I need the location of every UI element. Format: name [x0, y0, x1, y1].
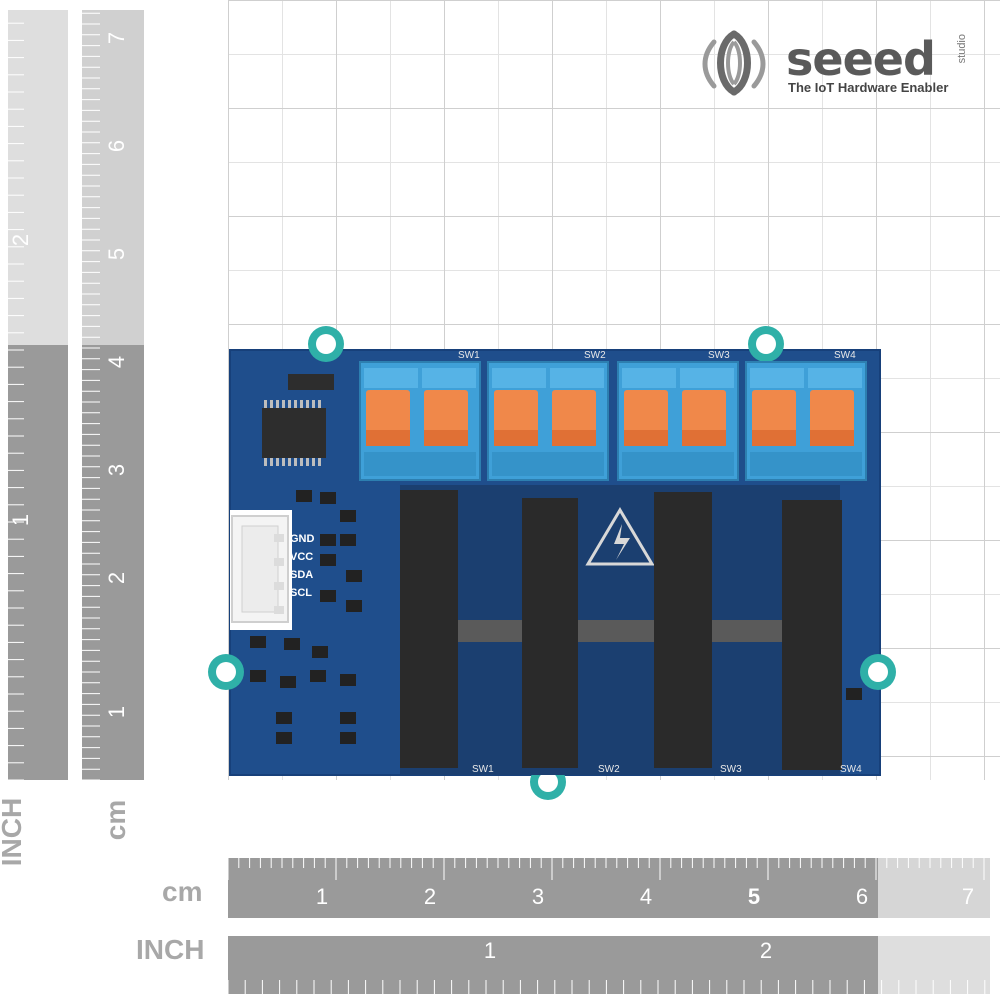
- top-switch-label-1: SW1: [458, 350, 480, 361]
- seeed-logo-icon: [702, 30, 766, 96]
- smd-part: [250, 636, 266, 648]
- cm-ruler-light: [82, 10, 144, 345]
- horizontal-tick-marks: [227, 858, 986, 994]
- inch-ruler-dark: [8, 345, 68, 780]
- pin-label-gnd: GND: [290, 533, 315, 545]
- logo-tagline: The IoT Hardware Enabler: [788, 80, 949, 95]
- vertical-rulers: 1 2 3 4 5 6 7 1 2: [8, 10, 144, 781]
- smd-part: [340, 732, 356, 744]
- smd-part: [250, 670, 266, 682]
- logo-brand: seeed: [786, 32, 936, 86]
- smd-part: [346, 600, 362, 612]
- relay-1: [400, 490, 458, 768]
- horizontal-rulers: 1 2 3 4 5 6 7 1 2: [227, 858, 990, 994]
- smd-part: [276, 732, 292, 744]
- top-switch-label-3: SW3: [708, 350, 730, 361]
- terminal-blocks: [359, 361, 867, 481]
- cm-ruler-light-h: [878, 858, 990, 918]
- high-voltage-warning-icon: [585, 507, 655, 566]
- terminal-block-2: [487, 361, 609, 481]
- inch-ruler-dark-h: [228, 936, 878, 994]
- smd-part: [320, 554, 336, 566]
- smd-part: [846, 688, 862, 700]
- h-cm-tick-3: 3: [532, 884, 544, 909]
- horizontal-cm-unit: cm: [162, 876, 203, 907]
- v-cm-tick-1: 1: [104, 706, 129, 718]
- v-cm-tick-7: 7: [104, 32, 129, 44]
- bottom-switch-label-3: SW3: [720, 764, 742, 775]
- v-cm-tick-6: 6: [104, 140, 129, 152]
- h-cm-tick-7: 7: [962, 884, 974, 909]
- smd-part: [320, 534, 336, 546]
- horizontal-inch-unit: INCH: [136, 934, 205, 965]
- v-inch-tick-2: 2: [8, 234, 33, 246]
- h-cm-tick-1: 1: [316, 884, 328, 909]
- pin-label-sda: SDA: [290, 569, 313, 581]
- vertical-cm-unit: cm: [100, 799, 132, 841]
- pin-label-scl: SCL: [290, 587, 312, 599]
- relay-board: GND VCC SDA SCL SW1 SW2 SW3 SW4 SW1 SW2 …: [208, 326, 896, 800]
- h-inch-tick-2: 2: [760, 938, 772, 963]
- h-inch-tick-1: 1: [484, 938, 496, 963]
- terminal-block-1: [359, 361, 481, 481]
- smd-part: [276, 712, 292, 724]
- logo-suffix: studio: [956, 34, 968, 64]
- smd-part: [320, 590, 336, 602]
- relay-rail: [450, 620, 790, 642]
- relay-2: [522, 498, 578, 768]
- smd-part: [296, 490, 312, 502]
- smd-part: [312, 646, 328, 658]
- seeed-logo: seeed studio The IoT Hardware Enabler: [694, 28, 974, 98]
- smd-part: [340, 674, 356, 686]
- top-switch-label-4: SW4: [834, 350, 856, 361]
- relay-blocks: [400, 490, 842, 770]
- vertical-tick-marks: [8, 12, 100, 781]
- grove-connector: [231, 515, 289, 623]
- v-cm-tick-5: 5: [104, 248, 129, 260]
- inch-ruler-light-h: [878, 936, 990, 994]
- bottom-switch-label-2: SW2: [598, 764, 620, 775]
- smd-part: [280, 676, 296, 688]
- smd-part: [340, 712, 356, 724]
- relay-3: [654, 492, 712, 768]
- terminal-block-4: [745, 361, 867, 481]
- bottom-switch-label-1: SW1: [472, 764, 494, 775]
- h-cm-tick-2: 2: [424, 884, 436, 909]
- v-inch-tick-1: 1: [8, 514, 33, 526]
- h-cm-tick-6: 6: [856, 884, 868, 909]
- ic-chip: [262, 374, 334, 466]
- v-cm-tick-2: 2: [104, 572, 129, 584]
- v-cm-tick-4: 4: [104, 356, 129, 368]
- top-switch-label-2: SW2: [584, 350, 606, 361]
- smd-part: [310, 670, 326, 682]
- h-cm-tick-5: 5: [748, 884, 760, 909]
- smd-part: [340, 534, 356, 546]
- smd-part: [284, 638, 300, 650]
- v-cm-tick-3: 3: [104, 464, 129, 476]
- bottom-switch-label-4: SW4: [840, 764, 862, 775]
- terminal-block-3: [617, 361, 739, 481]
- smd-part: [340, 510, 356, 522]
- cm-ruler-dark: [82, 345, 144, 780]
- pin-label-vcc: VCC: [290, 551, 313, 563]
- h-cm-tick-4: 4: [640, 884, 652, 909]
- relay-4: [782, 500, 842, 770]
- smd-part: [320, 492, 336, 504]
- smd-part: [346, 570, 362, 582]
